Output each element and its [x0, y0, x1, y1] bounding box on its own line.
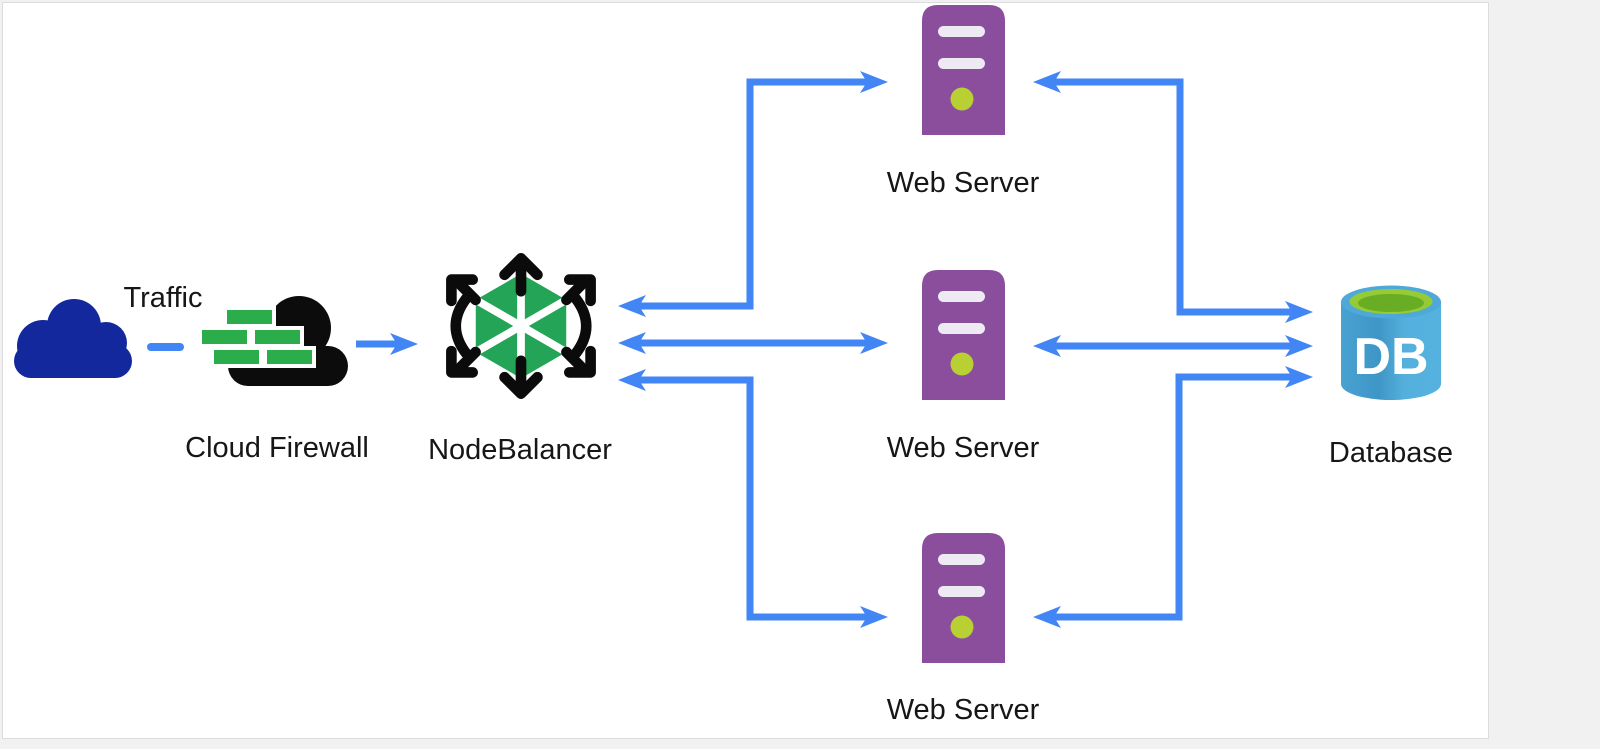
cloud-firewall-label: Cloud Firewall [185, 432, 369, 464]
web-server-3-node [922, 533, 1005, 663]
nodebalancer-hexagon-icon [446, 253, 596, 399]
cloud-icon [14, 299, 132, 378]
traffic-label: Traffic [123, 282, 203, 314]
database-label: Database [1328, 437, 1454, 469]
db-icon-text: DB [1353, 328, 1428, 386]
firewall-brick-cloud-icon [198, 296, 348, 386]
database-cylinder-icon: DB [1341, 285, 1441, 400]
server-tower-icon [922, 533, 1005, 663]
server-tower-icon [922, 5, 1005, 135]
nodebalancer-label: NodeBalancer [428, 434, 612, 466]
web-server-2-node [922, 270, 1005, 400]
nodebalancer-node [434, 237, 608, 415]
web-server-2-label: Web Server [886, 432, 1040, 464]
traffic-node [8, 288, 140, 380]
server-tower-icon [922, 270, 1005, 400]
database-node: DB [1338, 282, 1444, 408]
web-server-1-node [922, 5, 1005, 135]
web-server-3-label: Web Server [886, 694, 1040, 726]
web-server-1-label: Web Server [886, 167, 1040, 199]
cloud-firewall-node [198, 294, 350, 388]
